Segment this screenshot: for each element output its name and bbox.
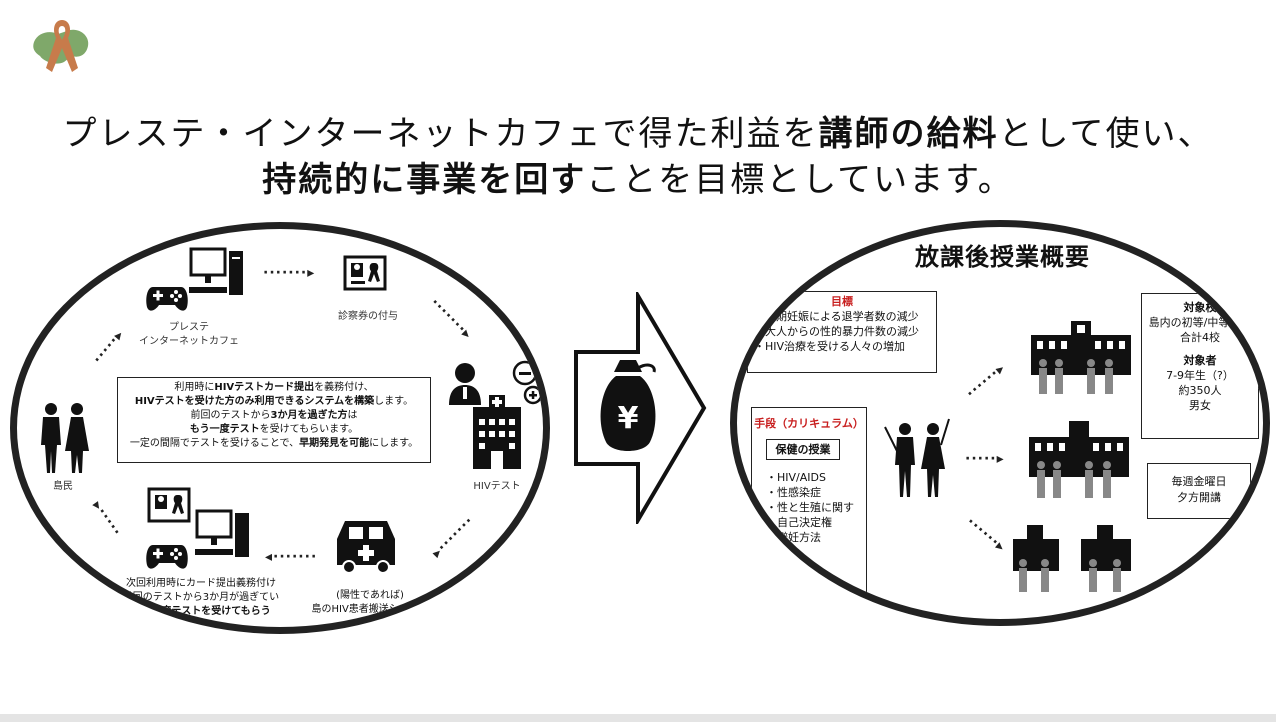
arrow-cafe-to-ticket: ·······▸: [263, 265, 316, 281]
arrow-ambulance-to-next: ◂·······: [265, 549, 318, 565]
method-title: 手段（カリキュラム）: [754, 417, 864, 430]
islanders-label: 島民: [53, 481, 73, 492]
arrow-islanders-to-cafe: ·····▸: [89, 326, 128, 368]
health-class-label: 保健の授業: [766, 439, 840, 460]
doctor-hospital-icon: [449, 360, 543, 469]
money-flow-arrow: ¥: [574, 292, 707, 524]
hiv-test-label: HIVテスト: [473, 481, 521, 492]
arrow-to-school-mid: ·····▸: [965, 451, 1005, 467]
schedule-box: 毎週金曜日 夕方開講: [1147, 463, 1251, 519]
id-card-icon: [343, 255, 387, 291]
bottom-bar: [0, 714, 1276, 722]
yen-symbol: ¥: [618, 401, 639, 436]
overview-title: 放課後授業概要: [915, 243, 1090, 271]
ticket-label: 診察券の付与: [338, 311, 398, 322]
goal-box: 目標 ・早期妊娠による退学者数の減少 ・大人からの性的暴力件数の減少 ・HIV治…: [747, 291, 937, 373]
headline-line-2: 持続的に事業を回すことを目標としています。: [262, 160, 1014, 200]
school-icon: [1029, 421, 1129, 498]
islanders-people-icon: [41, 403, 89, 473]
yen-money-bag-icon: [600, 360, 656, 451]
target-box: 対象校 島内の初等/中等学校 合計4校 対象者 7-9年生（?） 約350人 男…: [1141, 293, 1259, 439]
after-school-class-overview: 放課後授業概要 目標 ・早期妊娠による退学者数の減少 ・大人からの性的暴力件数の…: [730, 220, 1270, 626]
transport-label: (陽性であれば)島のHIV患者搬送システム: [311, 590, 429, 615]
arrow-ticket-to-test: ·······▸: [426, 294, 476, 344]
center-description-box: 利用時にHIVテストカード提出を義務付け、 HIVテストを受けた方のみ利用できる…: [117, 377, 431, 463]
teachers-icon: [884, 418, 950, 497]
goal-item: ・早期妊娠による退学者数の減少: [754, 310, 919, 323]
pc-icon-bottom: [195, 509, 249, 557]
curriculum-topics: ・HIV/AIDS ・性感染症 ・性と生殖に関す 自己決定権 ・避妊方法: [766, 471, 854, 544]
gamepad-icon-bottom: [146, 545, 188, 569]
goal-item: ・大人からの性的暴力件数の減少: [754, 325, 919, 338]
gamepad-icon: [146, 287, 188, 311]
left-cycle-diagram: プレステインターネットカフェ ·······▸ 診察券の付与 ·······▸ …: [10, 222, 550, 634]
arrow-test-to-ambulance: ▸·······: [428, 512, 478, 562]
method-box: 手段（カリキュラム） 保健の授業 ・HIV/AIDS ・性感染症 ・性と生殖に関…: [751, 407, 867, 597]
arrow-to-school-bottom: ······▸: [963, 514, 1009, 556]
headline-line-1: プレステ・インターネットカフェで得た利益を講師の給料として使い、: [62, 114, 1214, 154]
ribbon-logo-icon: [33, 20, 89, 72]
goal-item: ・HIV治療を受ける人々の増加: [754, 340, 906, 353]
next-use-label: 次回利用時にカード提出義務付け 前回のテストから3か月が過ぎてい れば再度テスト…: [122, 578, 280, 617]
goal-title: 目標: [831, 295, 853, 308]
id-card-icon-bottom: [147, 487, 191, 523]
pc-icon: [189, 247, 243, 295]
arrow-to-school-top: ······▸: [963, 360, 1009, 402]
cafe-label: プレステインターネットカフェ: [139, 322, 239, 347]
arrow-next-to-islanders: ▸·····: [88, 498, 125, 540]
small-schools-icon: [1013, 525, 1131, 592]
ambulance-icon: [337, 521, 395, 574]
school-icon: [1031, 321, 1131, 394]
